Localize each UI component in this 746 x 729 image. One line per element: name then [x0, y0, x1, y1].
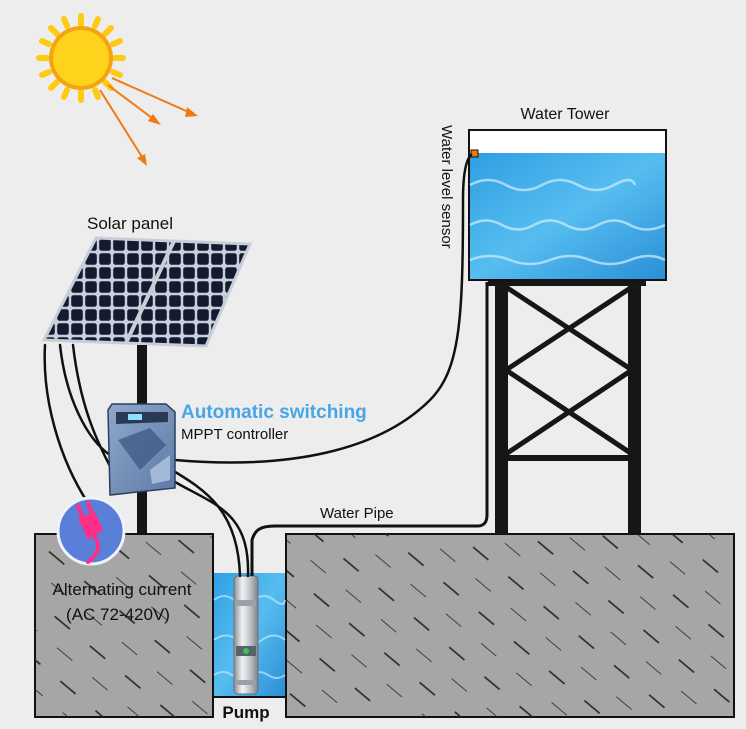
sun-ray-arrows: [99, 77, 198, 166]
water-pipe-label: Water Pipe: [320, 505, 394, 522]
solar-panel-label: Solar panel: [87, 214, 173, 233]
mppt-controller-icon: [107, 403, 176, 496]
pump-label: Pump: [222, 703, 269, 722]
water-tower-label: Water Tower: [521, 106, 611, 123]
solar-panel: [41, 236, 253, 348]
ground: [34, 533, 735, 718]
water-tower-structure: [488, 280, 646, 534]
water-tank: [468, 129, 667, 281]
water-level-sensor-label: Water level sensor: [438, 125, 455, 249]
sun-icon: [36, 13, 126, 103]
water-tower-bracing: [504, 284, 634, 457]
level-sensor-marker: [470, 149, 479, 158]
cables: [43, 153, 473, 578]
power-plug-icon: [76, 501, 103, 564]
water-pipe: [250, 282, 489, 576]
ac-range-label: (AC 72-420V): [66, 605, 170, 624]
automatic-switching-label: Automatic switching: [181, 402, 367, 423]
mppt-controller-label: MPPT controller: [181, 426, 288, 443]
alternating-current-label: Alternating current: [53, 580, 192, 599]
pump: [233, 575, 259, 695]
